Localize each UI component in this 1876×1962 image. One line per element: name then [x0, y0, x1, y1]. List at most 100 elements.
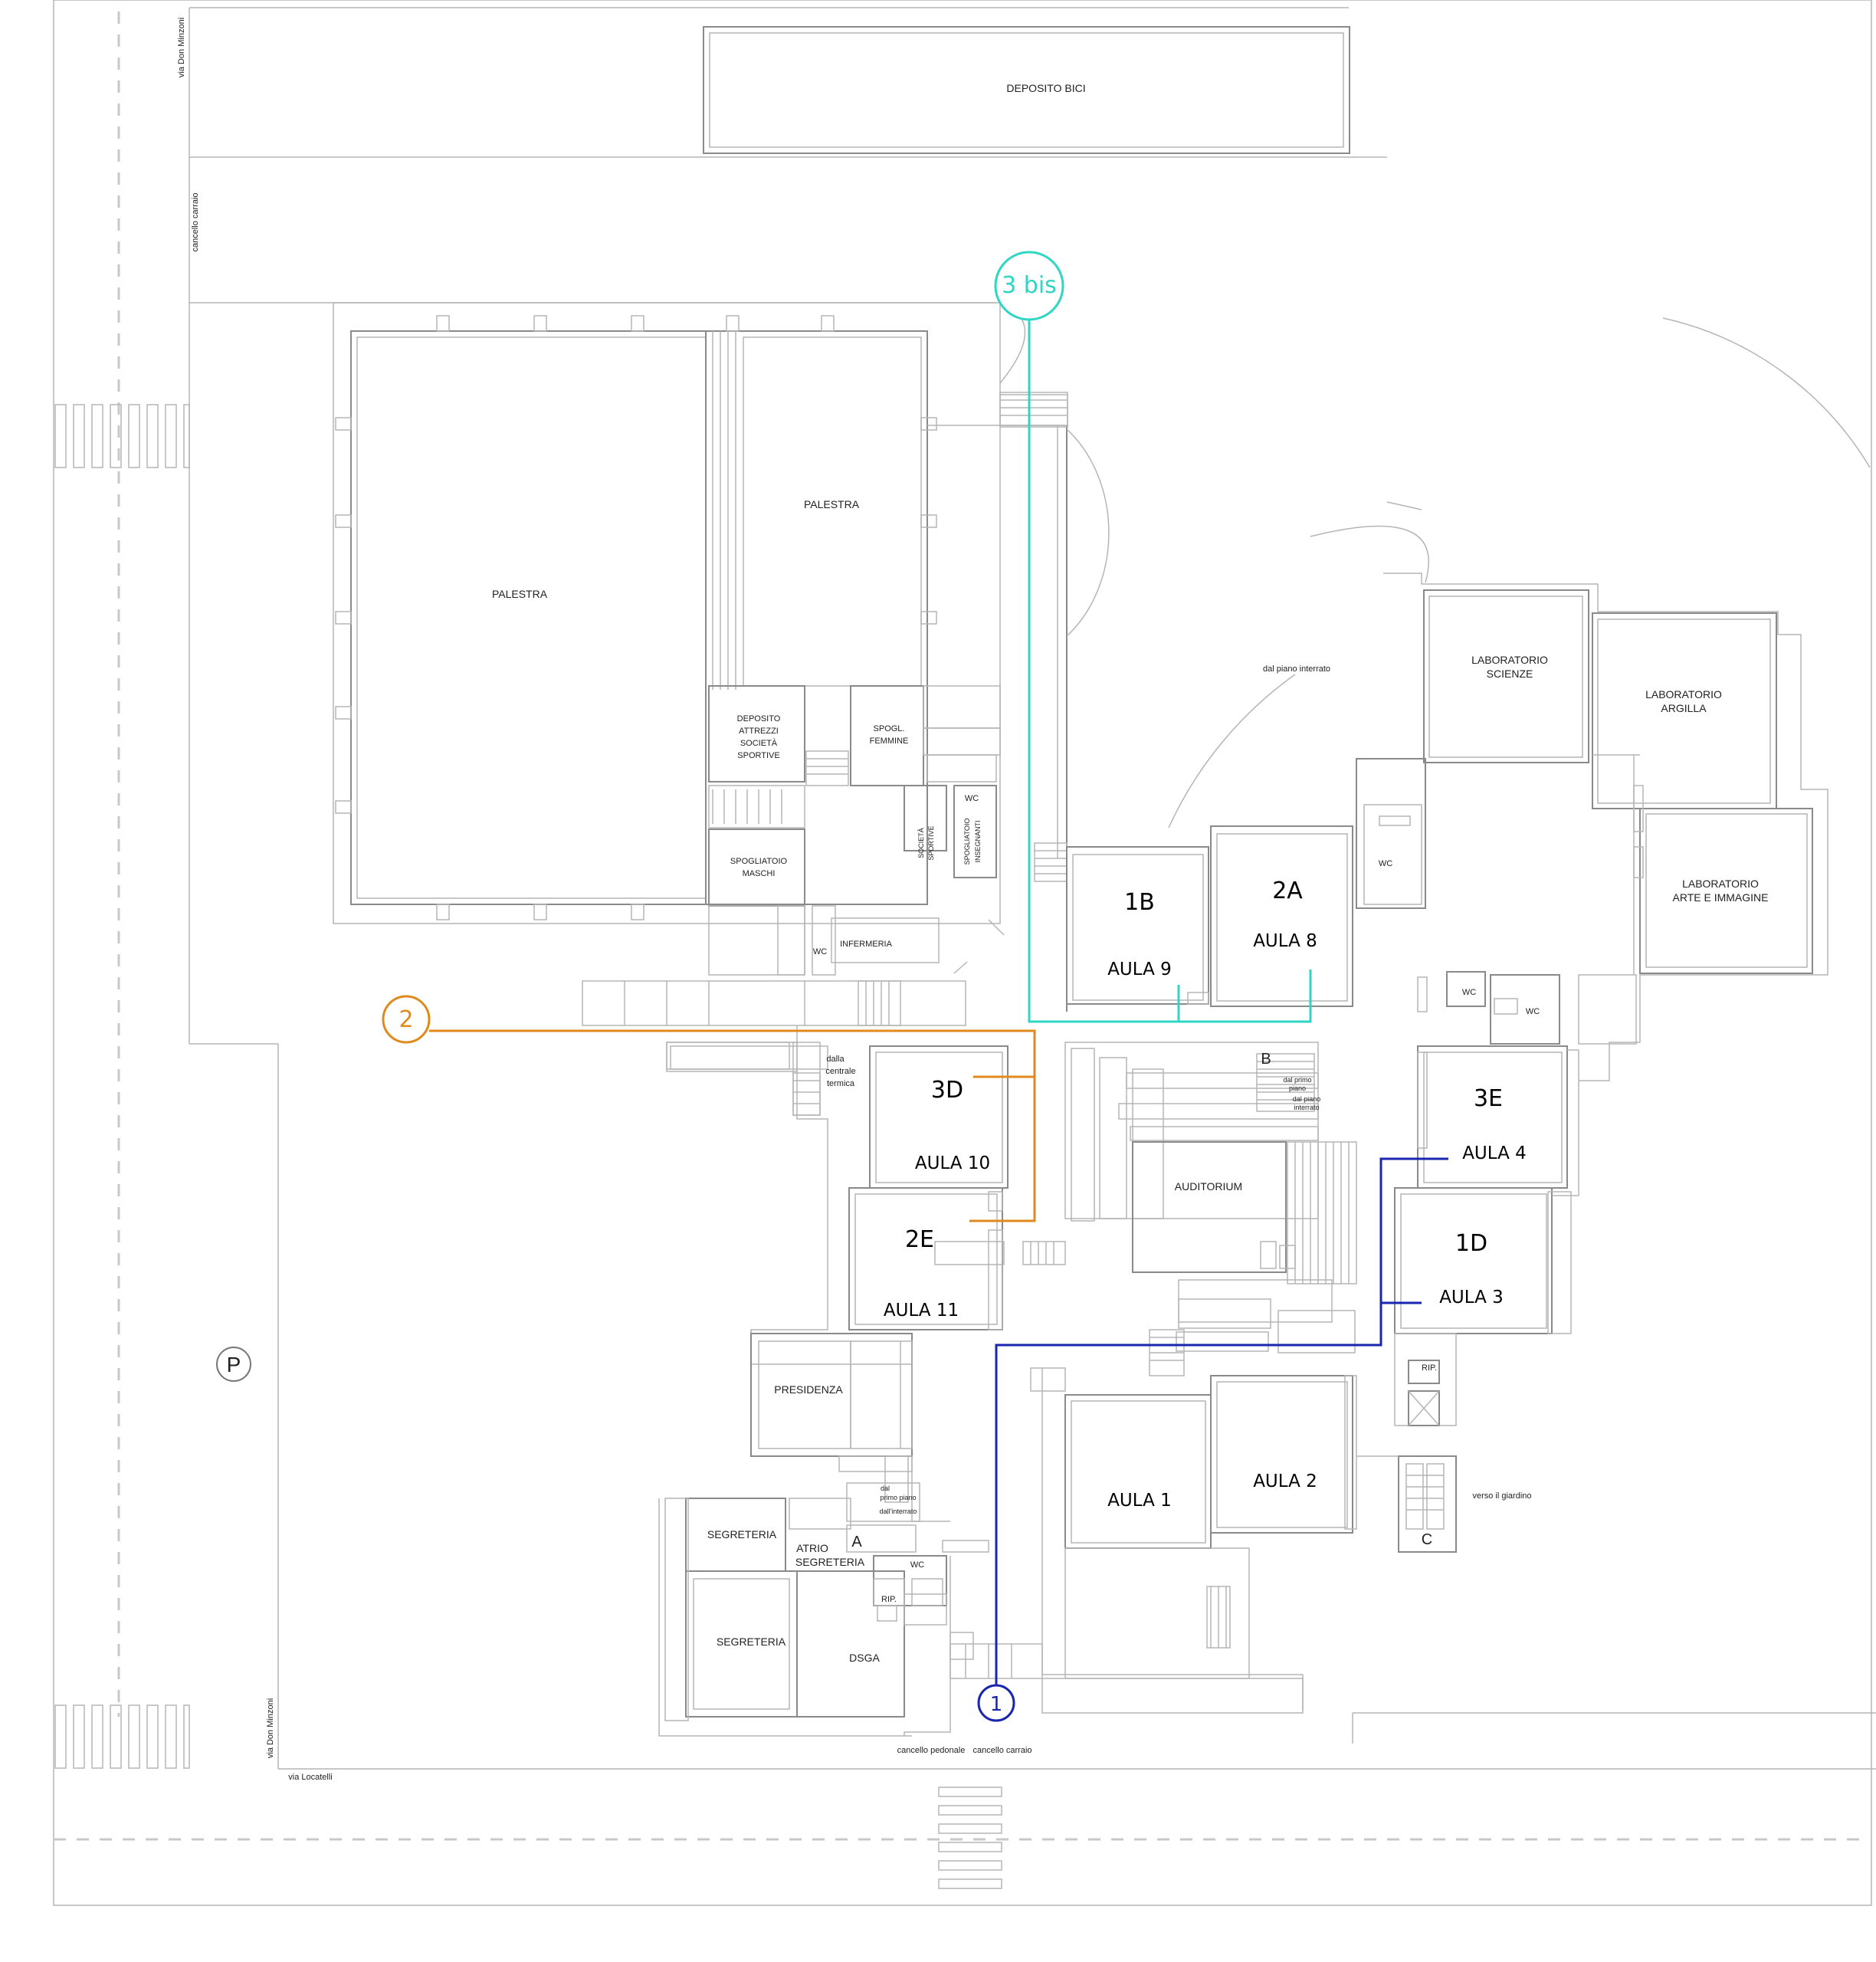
route-2: 2 — [382, 995, 1036, 1222]
class-aula: AULA 3 — [1439, 1288, 1504, 1307]
class-3e[interactable]: 3E AULA 4 — [1462, 1085, 1527, 1163]
svg-text:ARGILLA: ARGILLA — [1661, 702, 1707, 714]
class-aula: AULA 4 — [1462, 1143, 1527, 1163]
room-dsga: DSGA — [849, 1652, 880, 1664]
site-boundary — [53, 0, 1876, 1906]
class-aula: AULA 10 — [915, 1153, 990, 1173]
auditorium-block — [1022, 1042, 1357, 1353]
svg-text:INSEGNANTI: INSEGNANTI — [974, 820, 982, 862]
room-wc-east-1: WC — [1462, 988, 1476, 997]
classrooms-south — [1030, 1329, 1357, 1714]
room-infermeria: INFERMERIA — [840, 940, 893, 949]
route-1: 1 — [977, 1157, 1448, 1722]
svg-text:DEPOSITO: DEPOSITO — [737, 714, 781, 723]
room-spogl-femmine: SPOGL. FEMMINE — [870, 724, 909, 746]
svg-text:MASCHI: MASCHI — [743, 869, 776, 878]
room-lab-scienze: LABORATORIO SCIENZE — [1471, 654, 1548, 680]
room-spogliatoio-maschi: SPOGLIATOIO MASCHI — [730, 857, 788, 878]
class-aula: AULA 1 — [1107, 1491, 1172, 1511]
crosswalk-gate — [938, 1786, 1002, 1889]
gym-services — [708, 392, 1068, 976]
svg-text:SOCIETÀ: SOCIETÀ — [740, 738, 778, 748]
room-atrio-segreteria: ATRIO SEGRETERIA — [795, 1542, 865, 1568]
class-section: 2E — [905, 1226, 934, 1253]
street-centerlines — [54, 11, 1870, 1841]
route-3bis-marker[interactable] — [994, 251, 1064, 321]
class-2e[interactable]: 2E AULA 11 — [884, 1226, 959, 1321]
parking-sign — [216, 1347, 251, 1382]
room-wc-gym: WC — [965, 794, 979, 803]
room-palestra-2: PALESTRA — [804, 498, 860, 510]
room-spogliatoio-insegnanti: SPOGLIATOIO INSEGNANTI — [963, 819, 982, 865]
svg-text:interrato: interrato — [1294, 1104, 1319, 1111]
room-societa-sportive: SOCIETÀ SPORTIVE — [917, 825, 935, 860]
svg-text:dal piano: dal piano — [1293, 1095, 1321, 1103]
stair-c: C — [1422, 1531, 1432, 1548]
svg-text:centrale: centrale — [825, 1067, 855, 1076]
landscape-arcs — [1168, 317, 1871, 828]
svg-text:LABORATORIO: LABORATORIO — [1645, 688, 1722, 700]
note-stair-a: dal primo piano dall'interrato — [880, 1485, 917, 1515]
route-3bis-path — [1028, 320, 1312, 1023]
classrooms-east — [1394, 1045, 1579, 1334]
service-block-east — [1356, 1333, 1457, 1553]
centrale-access — [670, 1045, 1005, 1265]
class-1b[interactable]: 1B AULA 9 — [1107, 889, 1172, 979]
route-1-label: 1 — [990, 1693, 1003, 1716]
street-label-bottom-left: via Don Minzoni — [266, 1698, 275, 1758]
svg-text:SPOGLIATOIO: SPOGLIATOIO — [730, 857, 788, 866]
class-1d[interactable]: 1D AULA 3 — [1439, 1230, 1504, 1307]
route-2-marker[interactable] — [382, 995, 431, 1044]
svg-text:ARTE E IMMAGINE: ARTE E IMMAGINE — [1673, 891, 1769, 904]
note-verso-giardino: verso il giardino — [1472, 1491, 1531, 1501]
class-aula-1[interactable]: AULA 1 — [1107, 1491, 1172, 1511]
room-presidenza: PRESIDENZA — [774, 1383, 843, 1396]
class-aula: AULA 2 — [1253, 1472, 1317, 1491]
svg-text:piano: piano — [1289, 1084, 1306, 1092]
class-aula-2[interactable]: AULA 2 — [1253, 1472, 1317, 1491]
room-wc-east-2: WC — [1526, 1007, 1540, 1016]
svg-text:termica: termica — [827, 1079, 855, 1088]
class-2a[interactable]: 2A AULA 8 — [1253, 878, 1317, 951]
route-2-path — [429, 1029, 1036, 1222]
gym-block — [333, 302, 1110, 924]
room-wc-infermeria: WC — [813, 947, 827, 956]
connector-corridor — [582, 980, 966, 1116]
gate-label-vehicle-west: cancello carraio — [191, 192, 200, 251]
room-wc-labs: WC — [1379, 859, 1392, 868]
route-1-path — [995, 1157, 1448, 1685]
class-section: 3D — [931, 1077, 963, 1104]
svg-text:LABORATORIO: LABORATORIO — [1471, 654, 1548, 666]
class-section: 3E — [1474, 1085, 1503, 1112]
note-stair-b: dal primo piano dal piano interrato — [1283, 1076, 1320, 1111]
room-rip-east: RIP. — [1422, 1363, 1437, 1373]
room-segreteria-2: SEGRETERIA — [717, 1636, 786, 1648]
room-lab-argilla: LABORATORIO ARGILLA — [1645, 688, 1722, 714]
route-3bis: 3 bis — [994, 251, 1312, 1023]
class-section: 2A — [1272, 878, 1303, 904]
route-1-marker[interactable] — [977, 1684, 1015, 1722]
parking-label: P — [227, 1353, 241, 1376]
svg-text:SPORTIVE: SPORTIVE — [737, 751, 779, 760]
class-aula: AULA 11 — [884, 1301, 959, 1321]
room-segreteria-1: SEGRETERIA — [707, 1528, 777, 1540]
crosswalk-south — [54, 1704, 190, 1769]
room-auditorium: AUDITORIUM — [1175, 1180, 1242, 1193]
svg-text:FEMMINE: FEMMINE — [870, 737, 909, 746]
stair-b: B — [1261, 1051, 1271, 1068]
svg-text:SOCIETÀ: SOCIETÀ — [917, 828, 925, 858]
svg-text:LABORATORIO: LABORATORIO — [1682, 878, 1759, 890]
crosswalk-north — [54, 404, 190, 468]
room-deposito-bici: DEPOSITO BICI — [1006, 82, 1085, 94]
class-3d[interactable]: 3D AULA 10 — [915, 1077, 990, 1173]
svg-text:SPORTIVE: SPORTIVE — [927, 825, 935, 860]
gate-label-vehicle-south: cancello carraio — [972, 1746, 1031, 1755]
gate-label-pedestrian-1: cancello pedonale — [897, 1746, 966, 1755]
deposito-bici-shed — [703, 26, 1350, 154]
svg-text:dal primo: dal primo — [1283, 1076, 1311, 1084]
note-dalla-centrale-termica: dalla centrale termica — [825, 1055, 855, 1088]
svg-text:primo piano: primo piano — [880, 1494, 916, 1501]
stair-a: A — [851, 1534, 862, 1550]
class-section: 1D — [1455, 1230, 1487, 1257]
